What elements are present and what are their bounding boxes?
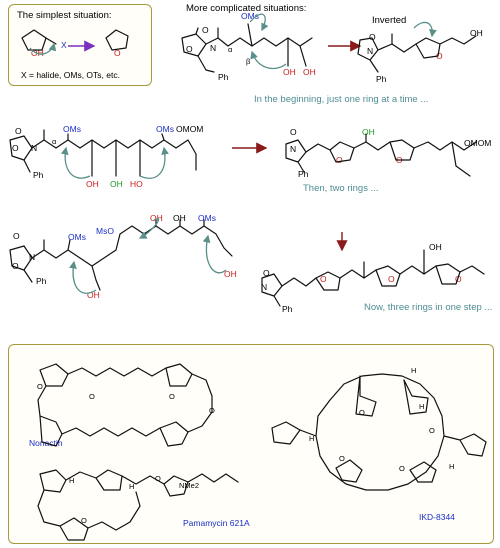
row2-prod-carbonyl-o-label: O bbox=[290, 127, 297, 137]
pamamycin-h-label-1: H bbox=[69, 476, 75, 485]
row1-prod-thf-o-label: O bbox=[436, 51, 443, 61]
row2-product-omom-label: OMOM bbox=[464, 138, 492, 148]
row1-alpha-label: α bbox=[228, 45, 233, 54]
row3-oh-bottom2-label: OH bbox=[224, 269, 237, 279]
row2-oh-green-label: OH bbox=[110, 179, 123, 189]
row1-beta-label: β bbox=[246, 57, 251, 66]
simplest-x-label: X bbox=[61, 40, 67, 50]
row1-product-oh-label: OH bbox=[470, 28, 483, 38]
row2-prod-ph-label: Ph bbox=[298, 169, 309, 179]
row2-product-oh-label: OH bbox=[362, 127, 375, 137]
row3-carbonyl-o-label: O bbox=[13, 231, 20, 241]
row1-inverted-label: Inverted bbox=[372, 15, 407, 26]
simplest-title: The simplest situation: bbox=[17, 10, 112, 21]
row1-ph-label: Ph bbox=[218, 72, 229, 82]
row1-ring-o-label: O bbox=[186, 44, 193, 54]
nonactin-o-label-2: O bbox=[89, 392, 95, 401]
row3-oms2-label: OMs bbox=[198, 213, 216, 223]
ikd-8344-label: IKD-8344 bbox=[419, 512, 455, 522]
row1-prod-ph-label: Ph bbox=[376, 74, 387, 84]
pamamycin-o-label-2: O bbox=[155, 474, 161, 483]
pamamycin-structure bbox=[37, 469, 239, 541]
row3-mso-label: MsO bbox=[96, 226, 114, 236]
row3-prod-thf2-o-label: O bbox=[388, 274, 395, 284]
row3-prod-thf3-o-label: O bbox=[455, 274, 462, 284]
ikd-o-label-2: O bbox=[429, 426, 435, 435]
row2-n-label: N bbox=[31, 143, 38, 153]
row3-reactant bbox=[9, 218, 233, 294]
row3-oh-top1-label: OH bbox=[150, 213, 163, 223]
row2-product bbox=[285, 133, 477, 177]
simplest-note: X = halide, OMs, OTs, etc. bbox=[21, 70, 120, 80]
row2-ph-label: Ph bbox=[33, 170, 44, 180]
row2-oms2-label: OMs bbox=[156, 124, 174, 134]
row1-prod-n-label: N bbox=[367, 46, 374, 56]
row2-prod-n-label: N bbox=[290, 144, 297, 154]
row3-oms1-label: OMs bbox=[68, 232, 86, 242]
ikd-h-label-4: H bbox=[449, 462, 455, 471]
row3-prod-thf1-o-label: O bbox=[320, 274, 327, 284]
row1-oh1-label: OH bbox=[283, 67, 296, 77]
row2-prod-thf1-o-label: O bbox=[336, 155, 343, 165]
row3-caption: Now, three rings in one step ... bbox=[364, 302, 493, 313]
row3-oh-bottom1-label: OH bbox=[87, 290, 100, 300]
simplest-product-thf bbox=[105, 29, 129, 51]
ikd-h-label-3: H bbox=[309, 434, 315, 443]
row1-product bbox=[357, 21, 477, 73]
simplest-ring-o-label: O bbox=[114, 48, 121, 58]
row3-product-oh-label: OH bbox=[429, 242, 442, 252]
nonactin-o-label-1: O bbox=[37, 382, 43, 391]
ikd-h-label-1: H bbox=[411, 366, 417, 375]
row2-oh1-label: OH bbox=[86, 179, 99, 189]
row2-caption: Then, two rings ... bbox=[303, 183, 379, 194]
row1-oh2-label: OH bbox=[303, 67, 316, 77]
ikd-h-label-2: H bbox=[419, 402, 425, 411]
row3-ph-label: Ph bbox=[36, 276, 47, 286]
pamamycin-nme2-label: NMe2 bbox=[179, 481, 200, 490]
simplest-situation-panel: The simplest situation: OH X O X = halid… bbox=[8, 4, 152, 86]
row3-prod-n-label: N bbox=[261, 282, 268, 292]
row2-alpha-label: α bbox=[52, 137, 57, 146]
ikd-o-label-3: O bbox=[339, 454, 345, 463]
natural-products-panel: Nonactin Pamamycin 621A IKD-8344 NMe2 H … bbox=[8, 344, 494, 544]
complicated-title: More complicated situations: bbox=[186, 3, 307, 14]
row2-omom-label: OMOM bbox=[176, 124, 204, 134]
row1-oms-label: OMs bbox=[241, 11, 259, 21]
nonactin-structure bbox=[37, 363, 213, 447]
row2-reactant bbox=[9, 129, 197, 179]
ikd-o-label-4: O bbox=[399, 464, 405, 473]
row1-n-label: N bbox=[210, 43, 217, 53]
row3-n-label: N bbox=[29, 252, 36, 262]
row1-caption: In the beginning, just one ring at a tim… bbox=[254, 94, 429, 105]
pamamycin-h-label-2: H bbox=[129, 482, 135, 491]
row3-prod-ph-label: Ph bbox=[282, 304, 293, 314]
nonactin-o-label-3: O bbox=[169, 392, 175, 401]
pamamycin-label: Pamamycin 621A bbox=[183, 518, 250, 528]
simplest-reactant bbox=[21, 29, 57, 55]
row2-carbonyl-o-label: O bbox=[15, 126, 22, 136]
row1-prod-carbonyl-o-label: O bbox=[369, 32, 376, 42]
row3-oh-top2-label: OH bbox=[173, 213, 186, 223]
row3-ring-o-label: O bbox=[12, 261, 19, 271]
pamamycin-o-label-1: O bbox=[81, 516, 87, 525]
row2-oms1-label: OMs bbox=[63, 124, 81, 134]
row1-carbonyl-o-label: O bbox=[202, 25, 209, 35]
row1-reactant bbox=[181, 13, 313, 73]
row3-product bbox=[261, 249, 485, 307]
row2-ho-label: HO bbox=[130, 179, 143, 189]
row2-ring-o-label: O bbox=[12, 143, 19, 153]
row3-prod-carbonyl-o-label: O bbox=[263, 268, 270, 278]
ikd-o-label-1: O bbox=[359, 408, 365, 417]
ikd-8344-structure bbox=[271, 373, 487, 491]
